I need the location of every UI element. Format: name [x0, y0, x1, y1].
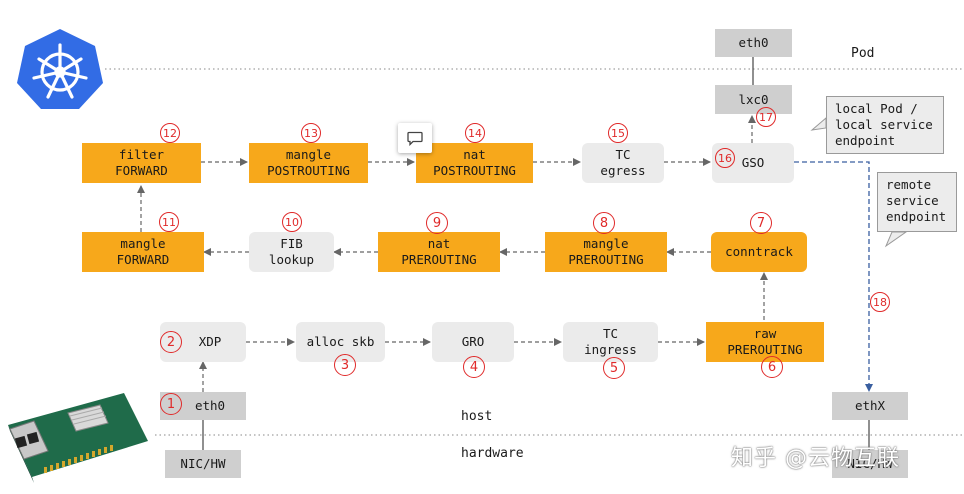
- mangle-postrouting-box: mangle POSTROUTING: [249, 143, 368, 183]
- comment-button[interactable]: [398, 123, 432, 153]
- lxc0-box: lxc0: [715, 85, 792, 114]
- step-14: 14: [465, 123, 485, 143]
- nic-hw-right-box: NIC/HW: [832, 450, 908, 478]
- arrow-gso-ethx: [794, 161, 873, 392]
- mangle-forward-box: mangle FORWARD: [82, 232, 204, 272]
- mangle-prerouting-box: mangle PREROUTING: [545, 232, 667, 272]
- tc-ingress-box: TC ingress: [563, 322, 658, 362]
- gro-box: GRO: [432, 322, 514, 362]
- step-6: 6: [761, 356, 783, 378]
- callout-remote-tail: [884, 231, 908, 248]
- zone-label-host: host: [461, 409, 493, 424]
- zone-label-hardware: hardware: [461, 446, 524, 461]
- remote-endpoint-callout: remote service endpoint: [877, 172, 957, 232]
- nat-postrouting-box: nat POSTROUTING: [416, 143, 533, 183]
- pod-eth0-box: eth0: [715, 29, 792, 57]
- step-11: 11: [159, 212, 179, 232]
- callout-local-tail: [810, 116, 827, 131]
- ethx-box: ethX: [832, 392, 908, 420]
- step-18: 18: [870, 292, 890, 312]
- nic-hw-box: NIC/HW: [165, 450, 241, 478]
- nat-prerouting-box: nat PREROUTING: [378, 232, 500, 272]
- local-endpoint-callout: local Pod / local service endpoint: [826, 96, 944, 154]
- step-4: 4: [463, 356, 485, 378]
- step-2: 2: [160, 331, 182, 353]
- fib-lookup-box: FIB lookup: [249, 232, 334, 272]
- step-8: 8: [593, 212, 615, 234]
- step-1: 1: [160, 393, 182, 415]
- step-7: 7: [750, 212, 772, 234]
- conntrack-box: conntrack: [711, 232, 807, 272]
- step-9: 9: [426, 212, 448, 234]
- step-12: 12: [160, 123, 180, 143]
- step-16: 16: [715, 148, 735, 168]
- step-13: 13: [301, 123, 321, 143]
- tc-egress-box: TC egress: [582, 143, 664, 183]
- step-15: 15: [608, 123, 628, 143]
- kubernetes-logo-icon: [17, 29, 103, 109]
- raw-prerouting-box: raw PREROUTING: [706, 322, 824, 362]
- zone-label-pod: Pod: [851, 46, 875, 61]
- filter-forward-box: filter FORWARD: [82, 143, 201, 183]
- network-card-icon: [8, 393, 148, 483]
- step-17: 17: [756, 107, 776, 127]
- speech-bubble-icon: [407, 131, 423, 146]
- step-5: 5: [603, 357, 625, 379]
- step-10: 10: [282, 212, 302, 232]
- step-3: 3: [334, 354, 356, 376]
- watermark-text: 知乎 @云物互联: [731, 446, 900, 471]
